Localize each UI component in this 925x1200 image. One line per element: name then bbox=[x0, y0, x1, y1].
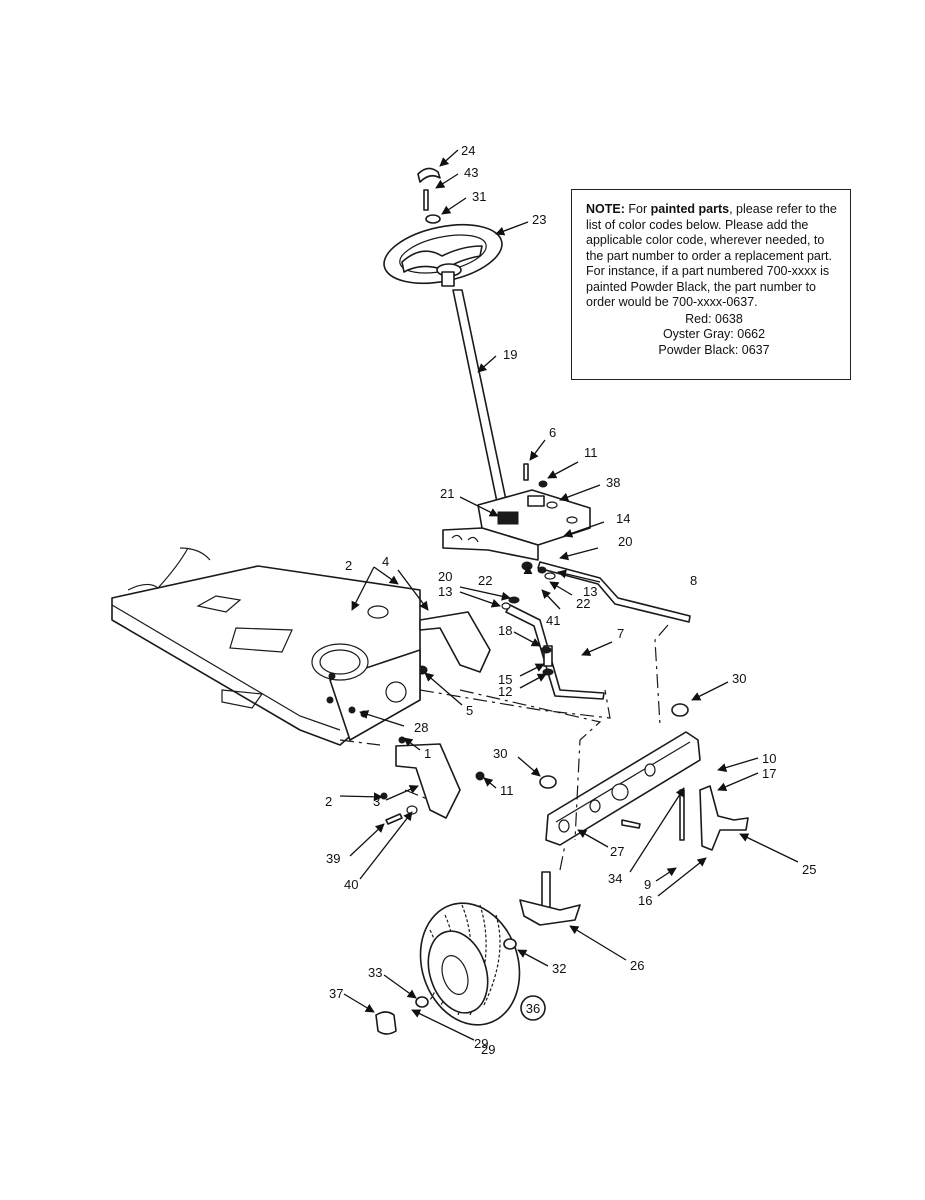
callout-40: 40 bbox=[344, 877, 358, 892]
hub-cap bbox=[375, 1011, 397, 1035]
color-code-list: Red: 0638 Oyster Gray: 0662 Powder Black… bbox=[586, 312, 842, 359]
callout-28: 28 bbox=[414, 720, 428, 735]
tractor-frame bbox=[111, 547, 421, 746]
callout-2-upper: 2 bbox=[345, 558, 352, 573]
callout-21: 21 bbox=[440, 486, 454, 501]
callout-41: 41 bbox=[546, 613, 560, 628]
callout-22-right: 22 bbox=[576, 596, 590, 611]
painted-parts-note: NOTE: For painted parts, please refer to… bbox=[571, 189, 851, 380]
callout-13-left: 13 bbox=[438, 584, 452, 599]
callout-22-left: 22 bbox=[478, 573, 492, 588]
callout-11: 11 bbox=[584, 445, 598, 460]
note-before-emphasis: For bbox=[628, 202, 648, 216]
callout-15: 15 bbox=[498, 672, 512, 687]
drag-link bbox=[537, 561, 691, 623]
callout-2-lower: 2 bbox=[325, 794, 332, 809]
front-axle bbox=[539, 703, 701, 846]
callout-29-a: 29 bbox=[474, 1036, 488, 1051]
callout-26: 26 bbox=[630, 958, 644, 973]
steering-bolt bbox=[423, 189, 429, 211]
callout-38: 38 bbox=[606, 475, 620, 490]
callout-20-left: 20 bbox=[438, 569, 452, 584]
callout-14: 14 bbox=[616, 511, 630, 526]
note-emphasis: painted parts bbox=[650, 202, 730, 216]
callout-33: 33 bbox=[368, 965, 382, 980]
callout-17: 17 bbox=[762, 766, 776, 781]
bracket-left-lower bbox=[395, 743, 461, 819]
steering-cap bbox=[417, 167, 441, 183]
callout-34: 34 bbox=[608, 871, 622, 886]
callout-1: 1 bbox=[424, 746, 431, 761]
callout-37: 37 bbox=[329, 986, 343, 1001]
callout-labels: 24 43 31 23 19 6 11 38 21 14 20 22 13 22… bbox=[325, 143, 816, 1057]
note-body: , please refer to the list of color code… bbox=[586, 202, 837, 309]
note-text: NOTE: For painted parts, please refer to… bbox=[586, 202, 842, 311]
steering-wheel bbox=[383, 167, 503, 287]
callout-25: 25 bbox=[802, 862, 816, 877]
callout-11-lower: 11 bbox=[500, 783, 514, 798]
callout-39: 39 bbox=[326, 851, 340, 866]
color-code-red: Red: 0638 bbox=[685, 311, 743, 326]
circled-36 bbox=[520, 995, 546, 1021]
steering-washer bbox=[425, 214, 441, 224]
callout-8: 8 bbox=[690, 573, 697, 588]
callout-20-upper: 20 bbox=[618, 534, 632, 549]
callout-18: 18 bbox=[498, 623, 512, 638]
color-code-oyster-gray: Oyster Gray: 0662 bbox=[662, 327, 766, 341]
callout-43: 43 bbox=[464, 165, 478, 180]
callout-31: 31 bbox=[472, 189, 486, 204]
callout-23: 23 bbox=[532, 212, 546, 227]
callout-6: 6 bbox=[549, 425, 556, 440]
note-label: NOTE: bbox=[586, 202, 625, 216]
spindles bbox=[519, 785, 749, 926]
steering-support-plate bbox=[442, 463, 591, 561]
callout-12: 12 bbox=[498, 684, 512, 699]
leader-lines bbox=[339, 149, 799, 1041]
callout-3: 3 bbox=[373, 794, 380, 809]
callout-29-b: 29 bbox=[481, 1042, 495, 1057]
callout-27: 27 bbox=[610, 844, 624, 859]
front-tire bbox=[419, 902, 521, 1026]
callout-7: 7 bbox=[617, 626, 624, 641]
color-code-powder-black: Powder Black: 0637 bbox=[658, 342, 770, 357]
callout-32: 32 bbox=[552, 961, 566, 976]
callout-24: 24 bbox=[461, 143, 475, 158]
circled-36-label: 36 bbox=[526, 1001, 540, 1016]
callout-30-right: 30 bbox=[732, 671, 746, 686]
callout-13-right: 13 bbox=[583, 584, 597, 599]
callout-4: 4 bbox=[382, 554, 389, 569]
callout-30-left: 30 bbox=[493, 746, 507, 761]
bracket-right bbox=[419, 611, 491, 673]
callout-10: 10 bbox=[762, 751, 776, 766]
steering-shaft bbox=[452, 289, 507, 503]
callout-19: 19 bbox=[503, 347, 517, 362]
steering-link bbox=[505, 604, 605, 700]
callout-16: 16 bbox=[638, 893, 652, 908]
callout-9: 9 bbox=[644, 877, 651, 892]
callout-5: 5 bbox=[466, 703, 473, 718]
